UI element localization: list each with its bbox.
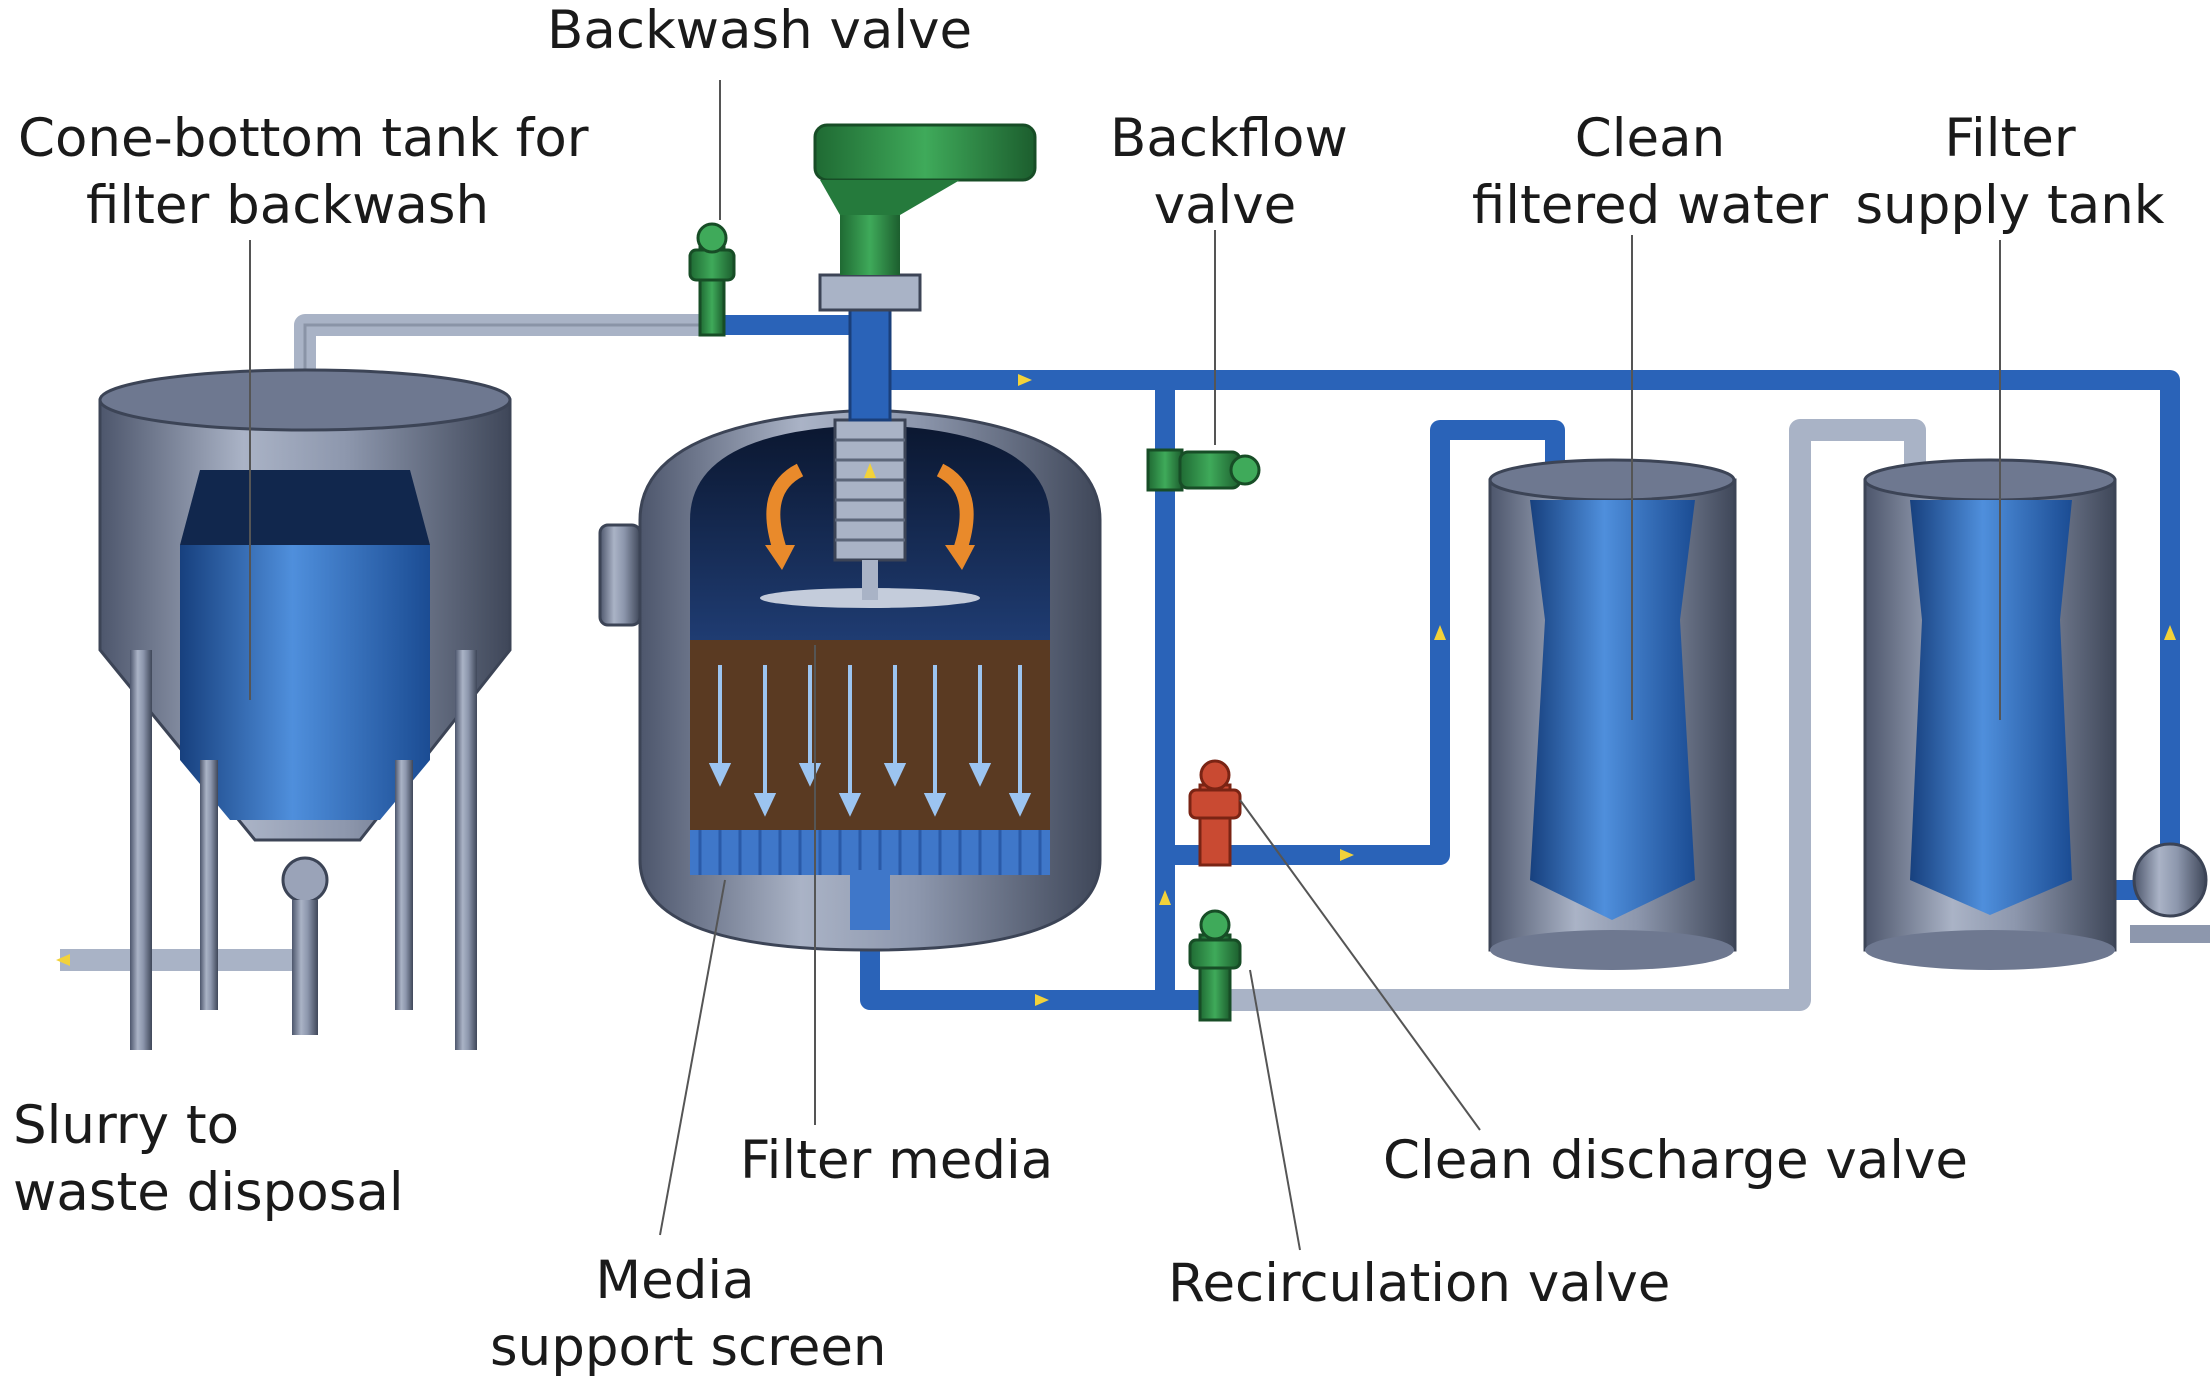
- flow-arrow: [1340, 849, 1354, 861]
- swirl-arrow-right: [936, 463, 974, 553]
- label-line: Backflow: [1110, 108, 1348, 169]
- label-line: support screen: [490, 1317, 887, 1378]
- label-cone-bottom-tank: Cone-bottom tank for filter backwash: [18, 105, 589, 239]
- filter-media-bed: [690, 640, 1050, 840]
- label-filter-supply-tank: Filter supply tank: [1850, 105, 2170, 239]
- label-filter-media: Filter media: [740, 1130, 1054, 1191]
- label-backwash-valve: Backwash valve: [547, 0, 973, 61]
- clean-discharge-valve-shape: [1188, 759, 1242, 867]
- filter-supply-tank: [1863, 458, 2210, 970]
- leader-clean-discharge: [1239, 799, 1481, 1131]
- label-line: filter backwash: [86, 175, 490, 236]
- flow-arrow: [864, 463, 876, 478]
- flow-arrow: [56, 954, 70, 966]
- flow-arrow: [1018, 374, 1032, 386]
- leader-recirculation: [1249, 969, 1301, 1251]
- label-recirculation-valve: Recirculation valve: [1168, 1253, 1671, 1314]
- label-line: supply tank: [1855, 175, 2165, 236]
- label-line: waste disposal: [13, 1162, 404, 1223]
- label-line: Cone-bottom tank for: [18, 108, 589, 169]
- label-line: Media: [595, 1250, 755, 1311]
- top-header-pipe: [855, 370, 2180, 890]
- clean-water-tank: [1488, 458, 1737, 970]
- tank-leg: [395, 760, 413, 1010]
- label-line: filtered water: [1471, 175, 1829, 236]
- tank-leg: [200, 760, 218, 1010]
- recirculation-valve-shape: [1188, 909, 1242, 1022]
- filter-vessel: [598, 123, 1102, 952]
- label-line: valve: [1153, 175, 1297, 236]
- drain-valve: [281, 856, 329, 904]
- label-clean-discharge-valve: Clean discharge valve: [1383, 1130, 1968, 1191]
- side-flange: [598, 523, 642, 627]
- label-line: Filter: [1944, 108, 2076, 169]
- motor: [813, 123, 1037, 182]
- leader-media-screen: [659, 879, 726, 1236]
- swirl-arrow-left: [766, 463, 804, 553]
- label-slurry-to-waste: Slurry to waste disposal: [13, 1092, 404, 1226]
- leader-lines: [249, 80, 2001, 1251]
- flow-arrows: [56, 374, 2176, 1006]
- flow-arrow: [1434, 625, 1446, 640]
- label-line: Clean: [1574, 108, 1726, 169]
- label-line: Slurry to: [13, 1095, 240, 1156]
- backflow-valve-shape: [1146, 448, 1261, 492]
- tank-leg: [130, 650, 152, 1050]
- label-backflow-valve: Backflow valve: [1110, 105, 1348, 239]
- supply-feed-pipe: [1230, 419, 1926, 1011]
- label-media-support-screen: Media support screen: [490, 1247, 887, 1381]
- cone-bottom-tank: [98, 368, 512, 1050]
- pump: [2132, 842, 2208, 918]
- flow-arrow: [1035, 994, 1049, 1006]
- backwash-valve-shape: [688, 222, 736, 337]
- tank-leg: [455, 650, 477, 1050]
- flow-arrow: [2164, 625, 2176, 640]
- media-support-screen: [690, 830, 1050, 875]
- flow-arrow: [1159, 890, 1171, 905]
- label-clean-filtered-water: Clean filtered water: [1470, 105, 1830, 239]
